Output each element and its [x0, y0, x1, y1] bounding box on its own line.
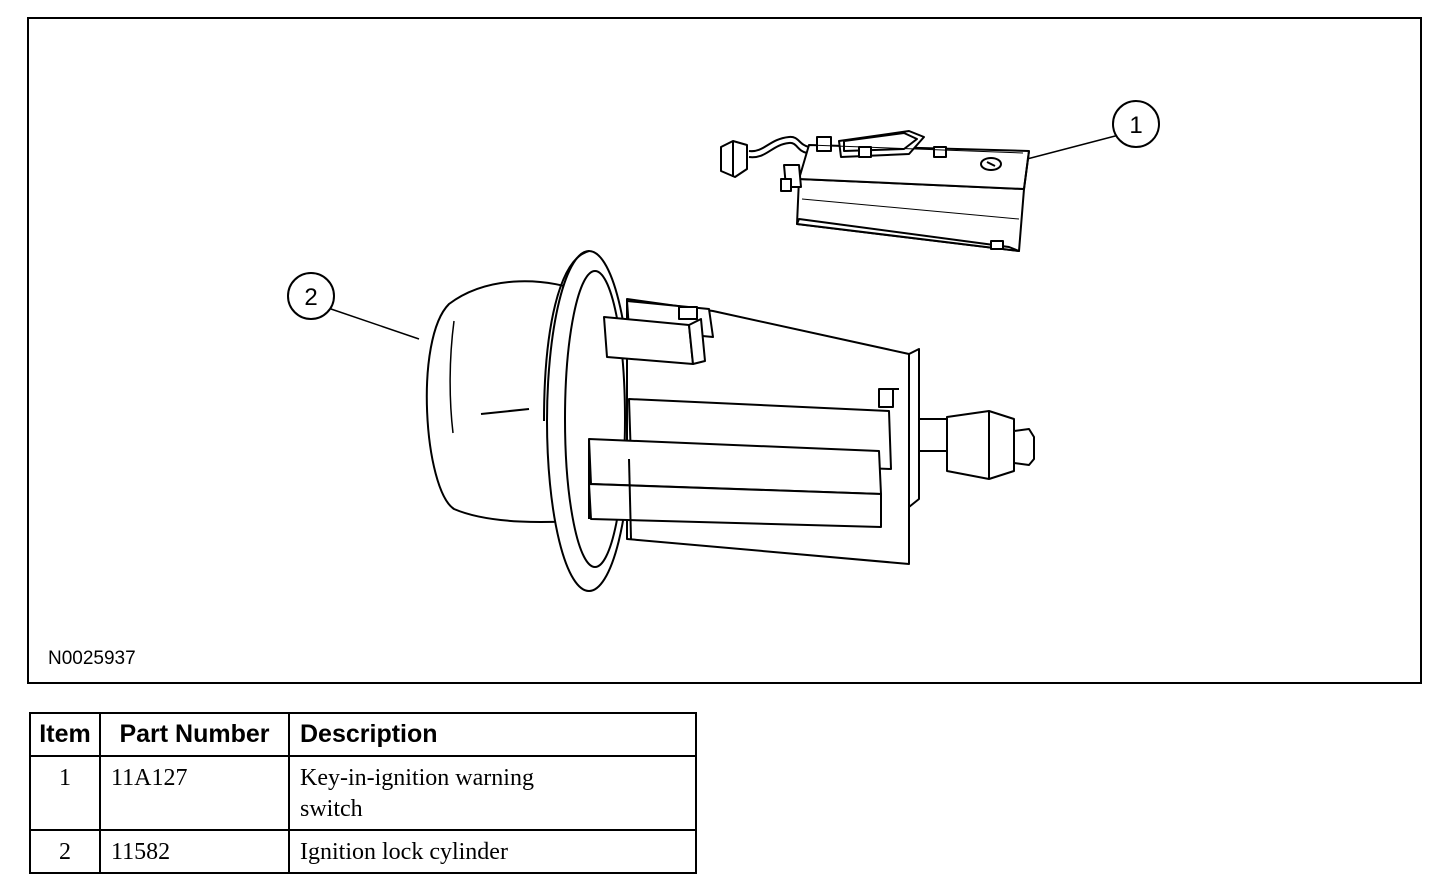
callout-1: 1	[1026, 100, 1160, 160]
row-1-description: Key-in-ignition warning switch	[288, 755, 697, 831]
row-2-part-number: 11582	[99, 829, 290, 874]
callout-2-label: 2	[304, 284, 317, 311]
figure-frame: 1 2 N0025937	[27, 17, 1422, 684]
table-row: 1 11A127 Key-in-ignition warning switch	[29, 755, 697, 831]
row-1-description-line-2: switch	[300, 796, 363, 822]
exploded-view-drawing: 1 2	[287, 100, 1160, 592]
row-2-description: Ignition lock cylinder	[288, 829, 697, 874]
table-header-row: Item Part Number Description	[29, 712, 697, 757]
row-1-part-number: 11A127	[99, 755, 290, 831]
lock-cylinder-drawing	[425, 250, 1035, 592]
table-row: 2 11582 Ignition lock cylinder	[29, 829, 697, 874]
row-2-item: 2	[29, 829, 101, 874]
header-part-number: Part Number	[99, 712, 290, 757]
row-1-description-line-1: Key-in-ignition warning	[300, 765, 534, 791]
parts-table: Item Part Number Description 1 11A127 Ke…	[29, 712, 697, 874]
header-description: Description	[288, 712, 697, 757]
callout-2: 2	[287, 272, 420, 340]
row-1-item: 1	[29, 755, 101, 831]
callout-1-label: 1	[1129, 112, 1142, 139]
warning-switch-drawing	[720, 130, 1030, 252]
figure-id: N0025937	[48, 648, 136, 669]
header-item: Item	[29, 712, 101, 757]
